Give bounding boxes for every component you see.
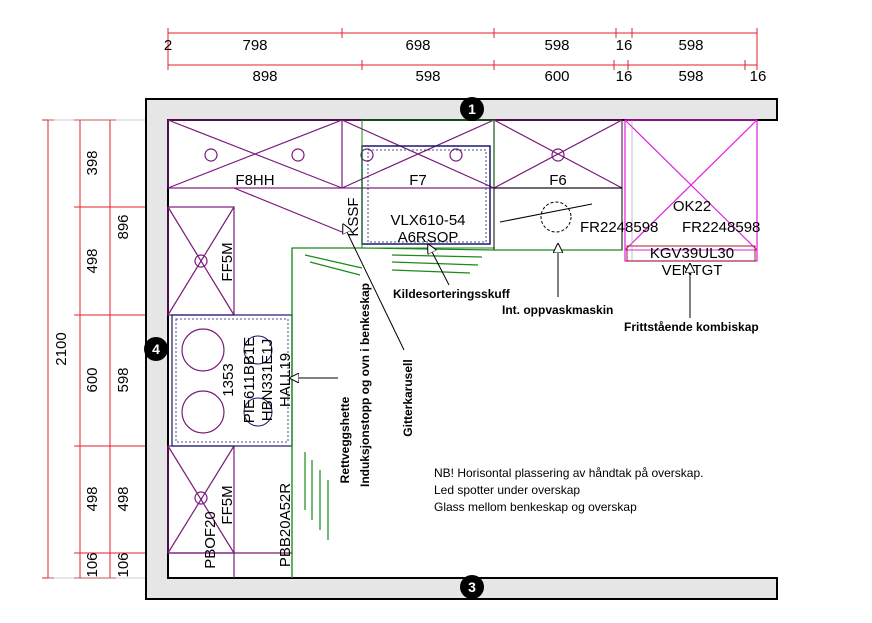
svg-text:1: 1: [468, 101, 476, 117]
label-f7: F7: [409, 172, 427, 189]
dim-left-outer-3: 498: [84, 486, 101, 511]
dim-top1-3: 598: [544, 37, 569, 54]
top-dimensions: [167, 28, 758, 70]
svg-text:4: 4: [152, 341, 160, 357]
top-dimension-labels: 2 798 698 598 16 598 898 598 600 16 598 …: [164, 37, 767, 85]
dim-top2-4: 598: [678, 68, 703, 85]
dim-top1-5: 598: [678, 37, 703, 54]
label-ff5m-upper: FF5M: [219, 242, 236, 281]
dim-left-outer-4: 106: [84, 552, 101, 577]
label-fr-left: FR2248598: [580, 219, 658, 236]
label-ventgt: VENTGT: [662, 262, 723, 279]
label-vlx-2: A6RSOP: [398, 229, 459, 246]
dim-top1-1: 798: [242, 37, 267, 54]
callout-gitterkarusell: Gitterkarusell: [401, 359, 415, 436]
label-ok22: OK22: [673, 198, 711, 215]
note-1: NB! Horisontal plassering av håndtak på …: [434, 466, 703, 480]
callout-arrows: [294, 228, 690, 378]
left-dimension-labels: 2100 398 498 600 498 106 896 498 598 498…: [53, 150, 132, 577]
wall-marker-3: 3: [460, 575, 484, 599]
upper-cabinets-left: [167, 187, 343, 578]
dim-top2-1: 598: [415, 68, 440, 85]
countertop-outline: [291, 247, 622, 578]
dim-top2-2: 600: [544, 68, 569, 85]
svg-text:3: 3: [468, 579, 476, 595]
dim-top1-0: 2: [164, 37, 172, 54]
wall-marker-4: 4: [144, 337, 168, 361]
dim-top2-5: 16: [750, 68, 767, 85]
label-cooktop-2: PIE611BB1E: [241, 337, 258, 423]
dim-top2-0: 898: [252, 68, 277, 85]
label-cooktop-4: HALL19: [277, 353, 294, 407]
fridge-unit: [624, 119, 758, 262]
label-fr-right: FR2248598: [682, 219, 760, 236]
label-vlx-1: VLX610-54: [390, 212, 465, 229]
dim-left-inner-2: 598: [115, 367, 132, 392]
label-kgv: KGV39UL30: [650, 245, 734, 262]
note-2: Led spotter under overskap: [434, 483, 580, 497]
label-f6: F6: [549, 172, 567, 189]
dim-left-outer-1: 498: [84, 248, 101, 273]
dim-left-outer-0: 398: [84, 150, 101, 175]
callout-induksjon: Induksjonstopp og ovn i benkeskap: [358, 283, 372, 487]
label-pbb20: PBB20A52R: [277, 483, 294, 567]
dim-left-total: 2100: [53, 332, 70, 365]
walls: [145, 98, 778, 600]
label-ff5m-lower: FF5M: [219, 485, 236, 524]
note-3: Glass mellom benkeskap og overskap: [434, 500, 637, 514]
label-pbof20: PBOF20: [202, 511, 219, 569]
dim-left-inner-0: 896: [115, 214, 132, 239]
label-cooktop-1: 1353: [220, 363, 237, 396]
dim-left-inner-4: 106: [115, 552, 132, 577]
callout-kildesortering: Kildesorteringsskuff: [393, 287, 511, 301]
label-cooktop-3: HBN331E1J: [259, 339, 276, 422]
callout-rettvegg: Rettveggshette: [338, 396, 352, 483]
label-kssf: KSSF: [345, 197, 362, 236]
wall-marker-1: 1: [460, 97, 484, 121]
callout-oppvask: Int. oppvaskmaskin: [502, 303, 613, 317]
dim-top1-4: 16: [616, 37, 633, 54]
dim-top1-2: 698: [405, 37, 430, 54]
label-f8hh: F8HH: [235, 172, 274, 189]
dim-top2-3: 16: [616, 68, 633, 85]
dim-left-outer-2: 600: [84, 367, 101, 392]
callout-kombiskap: Frittstående kombiskap: [624, 320, 759, 334]
dim-left-inner-3: 498: [115, 486, 132, 511]
